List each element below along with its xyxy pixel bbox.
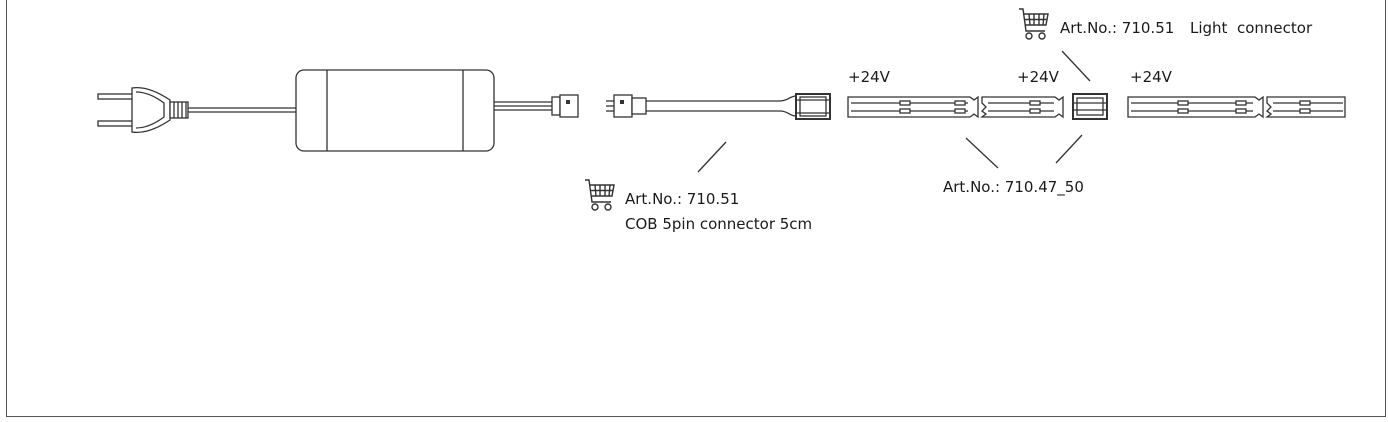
- light-connector-name: Light connector: [1190, 19, 1313, 37]
- led-strip-2: [1127, 95, 1346, 119]
- voltage-label-1: +24V: [848, 68, 891, 86]
- leader-line-strip-connector: [1055, 134, 1083, 164]
- led-strip-art-no: Art.No.: 710.47_50: [943, 178, 1084, 197]
- adapter-female-connector: [551, 94, 579, 118]
- leader-line-strip: [965, 137, 999, 169]
- shopping-cart-icon[interactable]: [1019, 8, 1049, 40]
- shopping-cart-icon[interactable]: [585, 179, 615, 211]
- cob-clip-connector: [795, 93, 831, 120]
- leader-line-light-connector: [1061, 50, 1091, 82]
- light-connector: [1072, 93, 1108, 120]
- cob-connector-name: COB 5pin connector 5cm: [625, 215, 812, 233]
- cob-connector-plug: [606, 94, 797, 118]
- light-connector-art-no: Art.No.: 710.51: [1060, 19, 1174, 37]
- power-plug: [97, 86, 298, 134]
- power-adapter: [295, 69, 552, 152]
- voltage-label-2: +24V: [1017, 68, 1060, 86]
- diagram-frame: [6, 0, 1386, 417]
- led-strip-1: [847, 95, 1064, 119]
- cob-connector-art-no: Art.No.: 710.51: [625, 190, 739, 208]
- voltage-label-3: +24V: [1130, 68, 1173, 86]
- leader-line-cob: [697, 141, 727, 173]
